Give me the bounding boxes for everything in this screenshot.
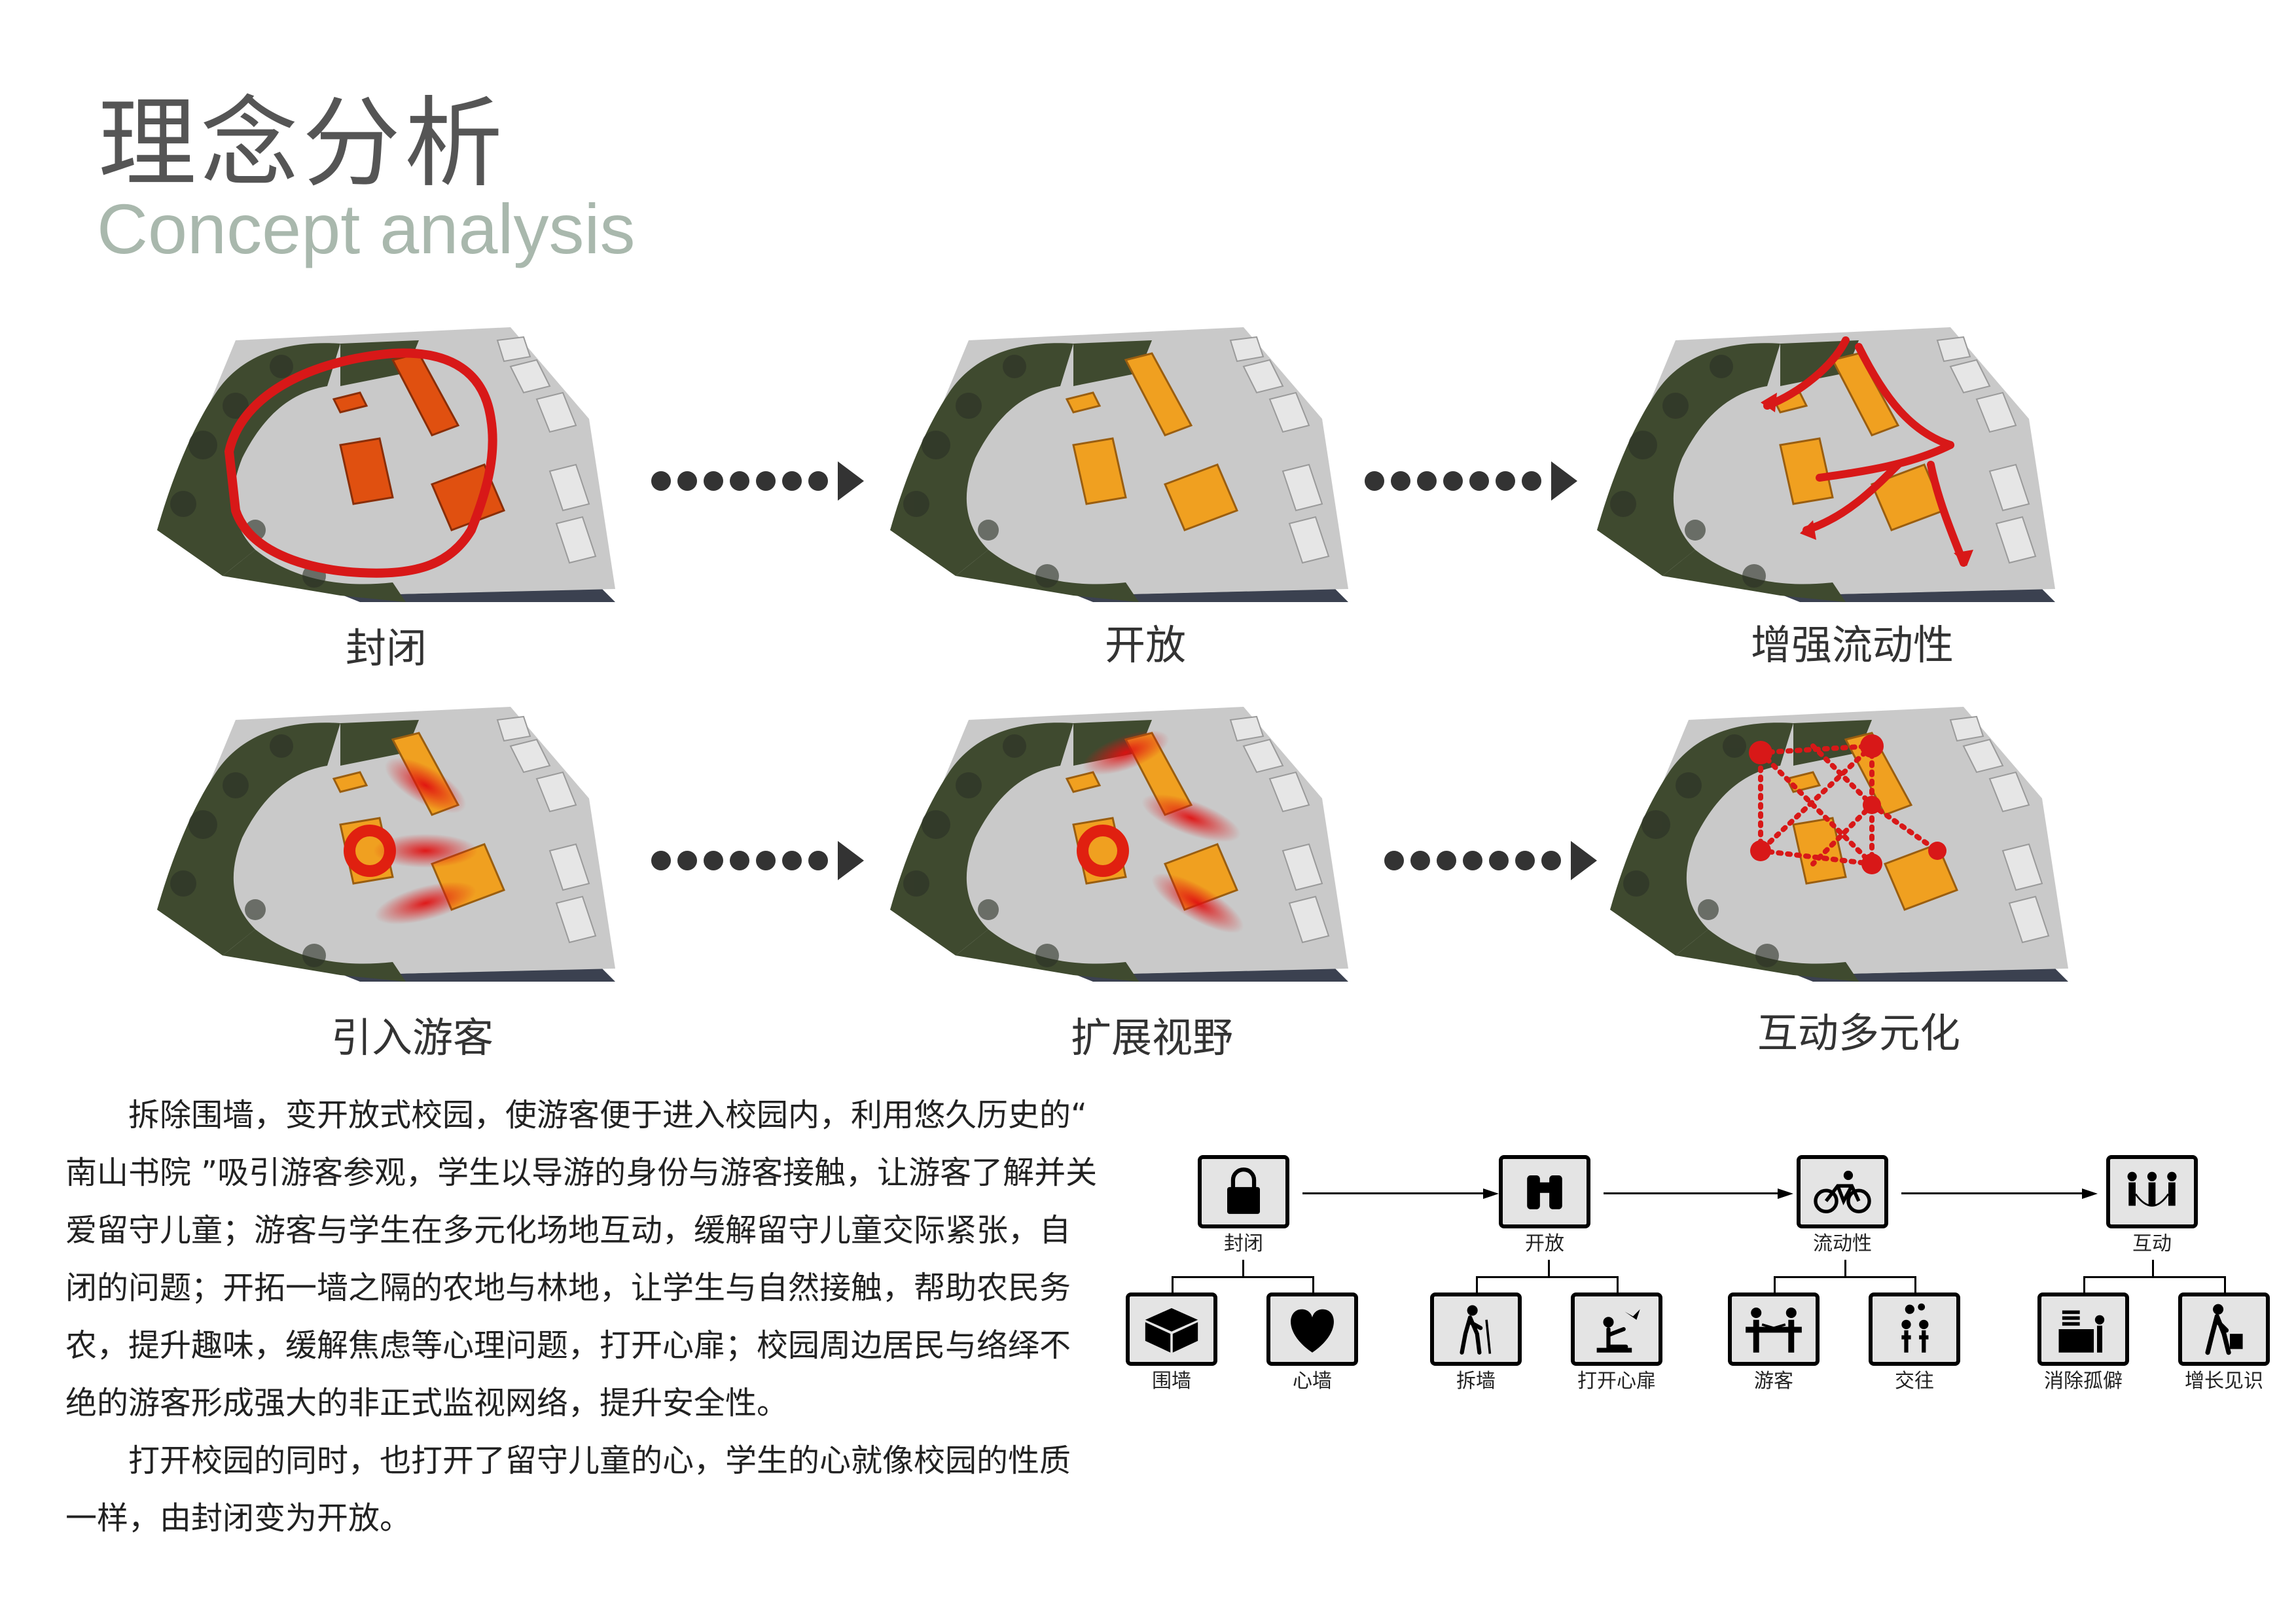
connector-arrowhead <box>1483 1188 1499 1199</box>
panel-vision <box>877 694 1374 982</box>
page-title: 理念分析 <box>98 87 507 201</box>
release-bird-icon <box>1571 1293 1662 1366</box>
paragraph-2: 打开校园的同时，也打开了留守儿童的心，学生的心就像校园的性质一样，由封闭变为开放… <box>65 1442 1071 1537</box>
description-text: 拆除围墙，变开放式校园，使游客便于进入校园内，利用悠久历史的“ 南山书院 ”吸引… <box>65 1086 1100 1547</box>
flow-arrow-2 <box>1365 461 1577 501</box>
flow-label-heart-wall: 心墙 <box>1293 1370 1332 1393</box>
desk-icon <box>2037 1293 2129 1366</box>
tree-line <box>1548 1260 1550 1277</box>
connector-line <box>1604 1192 1787 1194</box>
panel-label-enclosed: 封闭 <box>345 624 427 672</box>
tree-line <box>1914 1276 1916 1296</box>
tree-line <box>1172 1276 1174 1296</box>
flow-label-broaden-horizons: 增长见识 <box>2185 1370 2263 1393</box>
traveler-icon <box>2178 1293 2270 1366</box>
tree-line <box>2083 1276 2085 1296</box>
panel-tourists <box>144 694 641 982</box>
jump-rope-icon <box>2106 1155 2198 1228</box>
tree-line <box>1844 1260 1846 1277</box>
tree-line <box>1476 1276 1619 1278</box>
panel-label-tourists: 引入游客 <box>331 1014 493 1061</box>
flow-label-open: 开放 <box>1525 1232 1564 1255</box>
tree-line <box>1172 1276 1314 1278</box>
connector-line <box>1901 1192 2091 1194</box>
panel-open <box>877 314 1374 603</box>
flow-label-demolish: 拆墙 <box>1456 1370 1496 1393</box>
connector-arrowhead <box>2082 1188 2098 1199</box>
page-subtitle: Concept analysis <box>97 189 636 268</box>
heart-icon <box>1266 1293 1358 1366</box>
flow-label-socialize: 交往 <box>1895 1370 1934 1393</box>
hiker-icon <box>1430 1293 1522 1366</box>
flow-label-flow: 流动性 <box>1813 1232 1872 1255</box>
connector-arrowhead <box>1778 1188 1793 1199</box>
tree-line <box>1774 1276 1776 1296</box>
panel-label-flow: 增强流动性 <box>1750 621 1954 669</box>
reception-icon <box>1728 1293 1820 1366</box>
tree-line <box>2152 1260 2154 1277</box>
flow-arrow-4 <box>1384 841 1597 880</box>
paragraph-1: 拆除围墙，变开放式校园，使游客便于进入校园内，利用悠久历史的“ 南山书院 ”吸引… <box>65 1097 1098 1421</box>
tree-line <box>1774 1276 1916 1278</box>
tree-line <box>1312 1276 1314 1296</box>
conversation-icon <box>1869 1293 1960 1366</box>
tree-line <box>1242 1260 1244 1277</box>
flow-label-eliminate-isolation: 消除孤僻 <box>2044 1370 2123 1393</box>
tree-line <box>2224 1276 2226 1296</box>
flow-arrow-3 <box>651 841 864 880</box>
panel-label-interaction: 互动多元化 <box>1757 1009 1960 1057</box>
tree-line <box>2083 1276 2226 1278</box>
connector-line <box>1302 1192 1492 1194</box>
tree-line <box>1476 1276 1478 1296</box>
flow-arrow-1 <box>651 461 864 501</box>
lock-icon <box>1198 1155 1289 1228</box>
tree-line <box>1617 1276 1619 1296</box>
binoculars-icon <box>1499 1155 1590 1228</box>
panel-flow <box>1584 314 2081 603</box>
box-icon <box>1126 1293 1217 1366</box>
bicycle-icon <box>1797 1155 1888 1228</box>
flow-label-wall: 围墙 <box>1152 1370 1191 1393</box>
panel-enclosed <box>144 314 641 603</box>
flow-label-interaction: 互动 <box>2132 1232 2172 1255</box>
panel-label-open: 开放 <box>1104 621 1186 669</box>
flow-label-enclosed: 封闭 <box>1224 1232 1263 1255</box>
flow-label-open-heart: 打开心扉 <box>1577 1370 1656 1393</box>
flow-label-tourists: 游客 <box>1754 1370 1793 1393</box>
panel-label-vision: 扩展视野 <box>1070 1014 1233 1061</box>
panel-interaction <box>1597 694 2094 982</box>
